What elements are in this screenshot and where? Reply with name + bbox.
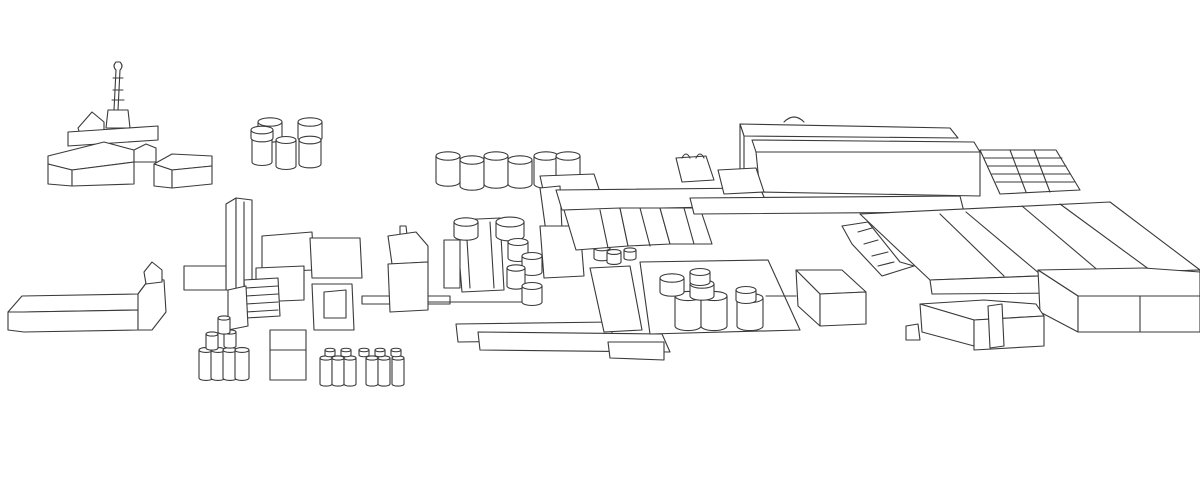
storage-tank <box>555 151 581 181</box>
storage-tank <box>507 155 533 189</box>
storage-tank <box>234 346 250 381</box>
gatehouse-domes <box>681 116 805 159</box>
storage-tank <box>217 315 231 335</box>
long-halls <box>675 116 1081 215</box>
storage-tanks-group-d <box>453 216 637 307</box>
side-warehouse-side <box>171 165 213 189</box>
right-box-side <box>819 291 867 327</box>
storage-tanks-group-a <box>250 117 323 171</box>
cluster-stub <box>905 323 921 341</box>
storage-tank <box>390 347 402 358</box>
long-warehouse-front <box>7 309 139 333</box>
loading-block <box>589 265 643 333</box>
storage-tank <box>331 355 345 387</box>
hall-b-roof <box>261 231 315 273</box>
cluster-stack <box>987 303 1005 349</box>
storage-tanks-group-b <box>198 315 405 387</box>
storage-tank <box>521 281 543 307</box>
conveyor-unit <box>841 221 915 277</box>
storage-tank <box>623 247 637 261</box>
storage-tanks-group-c <box>435 151 581 191</box>
long-hall-side <box>755 151 981 197</box>
storage-tank <box>521 251 543 277</box>
shed-lines <box>599 207 695 249</box>
conveyor-details <box>857 227 895 267</box>
storage-tank <box>298 135 322 169</box>
storage-tank <box>343 355 357 387</box>
hall-c-roof <box>309 237 363 279</box>
storage-tank <box>377 355 391 387</box>
storage-tanks-group-e <box>659 267 764 332</box>
annex-box <box>183 265 227 291</box>
small-stub <box>607 341 665 361</box>
front-inner <box>323 289 347 319</box>
big-hall-roof <box>859 201 1200 281</box>
storage-tank <box>506 264 526 290</box>
long-warehouse <box>7 261 167 333</box>
central-pipe-block <box>361 225 533 313</box>
central-left-factory <box>183 197 363 381</box>
pump-house-top <box>387 231 429 265</box>
long-warehouse-end <box>137 277 167 331</box>
main-hall-side <box>71 161 135 187</box>
storage-tank <box>275 135 297 171</box>
storage-tank <box>459 155 485 191</box>
storage-tank <box>358 347 370 358</box>
big-hall-ridges <box>939 203 1151 277</box>
storage-tank <box>324 347 336 358</box>
gate-bldg-2 <box>717 167 765 195</box>
storage-tank <box>606 249 622 265</box>
process-annex <box>443 239 461 289</box>
long-hall-roof <box>751 139 981 153</box>
small-gatehouse <box>675 155 715 183</box>
storage-tank <box>435 151 461 187</box>
chimney-complex <box>47 61 213 189</box>
storage-tank <box>689 267 711 287</box>
connector-block <box>227 285 249 331</box>
pump-house-body <box>387 261 429 313</box>
solar-lines <box>983 149 1075 193</box>
small-shed <box>133 143 157 163</box>
low-shed <box>269 329 307 381</box>
chimney-base <box>105 109 131 129</box>
storage-tank <box>250 125 274 143</box>
storage-tank <box>205 331 219 351</box>
far-right-halls <box>841 201 1200 351</box>
long-warehouse-top <box>7 277 159 313</box>
storage-tank <box>365 355 379 387</box>
cluster-side <box>973 315 1045 351</box>
storage-tank <box>319 355 333 387</box>
shed-row-1 <box>563 207 629 251</box>
storage-tank <box>340 347 352 358</box>
tall-tower-front <box>225 197 237 291</box>
long-warehouse-tower <box>143 261 163 285</box>
storage-tank <box>374 347 386 358</box>
roof-platform <box>67 125 159 147</box>
shed-row-3 <box>659 207 713 245</box>
storage-tank <box>659 273 685 297</box>
storage-tank <box>483 151 509 189</box>
tall-hall-roof <box>739 123 959 139</box>
storage-tank <box>735 285 757 305</box>
stair-lines <box>245 285 279 313</box>
right-box-building <box>765 269 867 327</box>
storage-tank <box>453 217 479 241</box>
storage-tank <box>495 216 525 242</box>
corner-block-side <box>1077 295 1200 333</box>
solar-roof <box>979 149 1081 195</box>
storage-tank <box>391 355 405 387</box>
chimney-stack <box>111 61 125 111</box>
